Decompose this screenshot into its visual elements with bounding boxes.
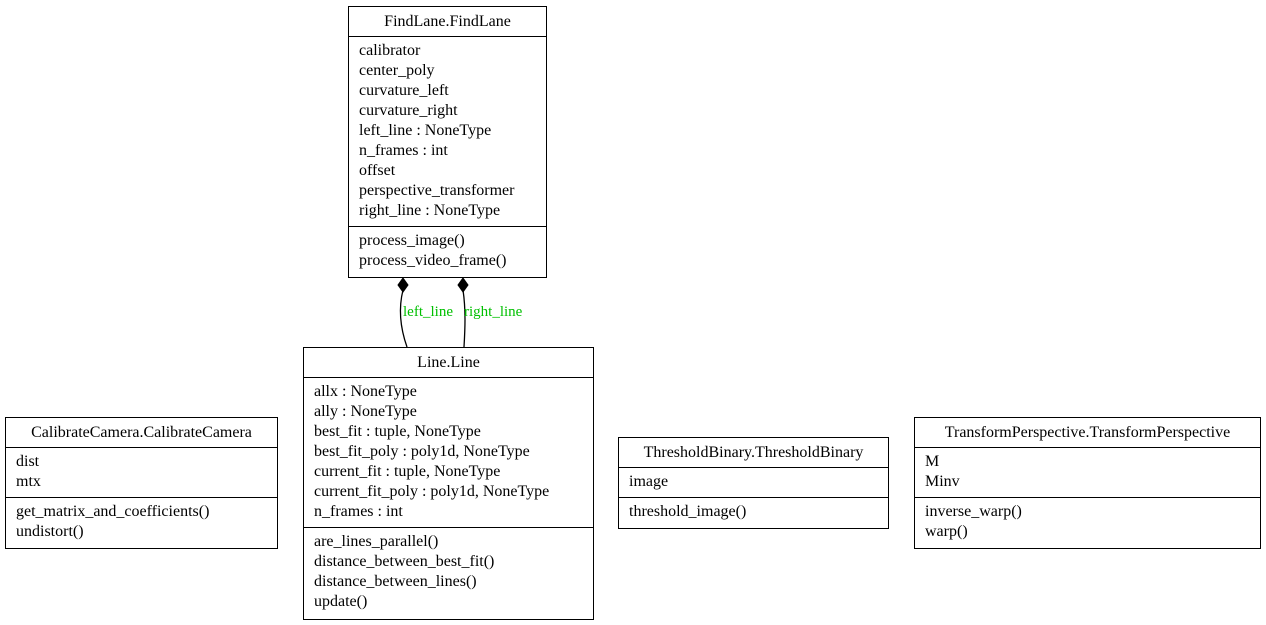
edge-left-line — [399, 289, 408, 348]
class-title: ThresholdBinary.ThresholdBinary — [619, 438, 888, 468]
attribute: current_fit : tuple, NoneType — [314, 463, 501, 480]
attribute: best_fit : tuple, NoneType — [314, 423, 481, 440]
diamond-right-line-icon — [457, 277, 469, 293]
attribute: ally : NoneType — [314, 403, 417, 420]
class-title: CalibrateCamera.CalibrateCamera — [6, 418, 277, 448]
attribute: best_fit_poly : poly1d, NoneType — [314, 443, 530, 460]
attribute: n_frames : int — [314, 503, 403, 520]
attribute: center_poly — [359, 62, 435, 79]
attributes-section: M Minv — [915, 448, 1260, 497]
methods-section: process_image() process_video_frame() — [349, 226, 546, 276]
methods-section: inverse_warp() warp() — [915, 497, 1260, 547]
method: get_matrix_and_coefficients() — [16, 503, 210, 520]
attribute: current_fit_poly : poly1d, NoneType — [314, 483, 550, 500]
methods-section: get_matrix_and_coefficients() undistort(… — [6, 497, 277, 547]
method: are_lines_parallel() — [314, 533, 439, 550]
attribute: calibrator — [359, 42, 421, 59]
attribute: perspective_transformer — [359, 182, 515, 199]
attribute: left_line : NoneType — [359, 122, 492, 139]
attribute: n_frames : int — [359, 142, 448, 159]
attribute: allx : NoneType — [314, 383, 417, 400]
edge-label-left-line: left_line — [403, 304, 453, 320]
attribute: M — [925, 453, 940, 470]
method: threshold_image() — [629, 503, 747, 520]
class-title: Line.Line — [304, 348, 593, 378]
attribute: dist — [16, 453, 40, 470]
class-thresholdbinary: ThresholdBinary.ThresholdBinary image th… — [618, 437, 889, 529]
method: distance_between_lines() — [314, 573, 477, 590]
class-findlane: FindLane.FindLane calibrator center_poly… — [348, 6, 547, 278]
attribute: curvature_right — [359, 102, 458, 119]
attribute: right_line : NoneType — [359, 202, 501, 219]
edge-right-line — [462, 289, 466, 348]
class-title: FindLane.FindLane — [349, 7, 546, 37]
attributes-section: calibrator center_poly curvature_left cu… — [349, 37, 546, 226]
methods-section: threshold_image() — [619, 497, 888, 527]
class-calibratecamera: CalibrateCamera.CalibrateCamera dist mtx… — [5, 417, 278, 549]
edge-label-right-line: right_line — [464, 304, 523, 320]
attribute: offset — [359, 162, 396, 179]
class-title: TransformPerspective.TransformPerspectiv… — [915, 418, 1260, 448]
attribute: image — [629, 473, 669, 490]
method: inverse_warp() — [925, 503, 1022, 520]
attribute: mtx — [16, 473, 41, 490]
method: process_image() — [359, 232, 465, 249]
method: undistort() — [16, 523, 84, 540]
method: process_video_frame() — [359, 252, 507, 269]
class-transformperspective: TransformPerspective.TransformPerspectiv… — [914, 417, 1261, 549]
methods-section: are_lines_parallel() distance_between_be… — [304, 527, 593, 617]
method: update() — [314, 593, 368, 610]
attributes-section: allx : NoneType ally : NoneType best_fit… — [304, 378, 593, 527]
class-line: Line.Line allx : NoneType ally : NoneTyp… — [303, 347, 594, 620]
method: warp() — [925, 523, 968, 540]
attributes-section: image — [619, 468, 888, 497]
attribute: Minv — [925, 473, 960, 490]
attributes-section: dist mtx — [6, 448, 277, 497]
diamond-left-line-icon — [397, 277, 409, 293]
attribute: curvature_left — [359, 82, 449, 99]
method: distance_between_best_fit() — [314, 553, 495, 570]
